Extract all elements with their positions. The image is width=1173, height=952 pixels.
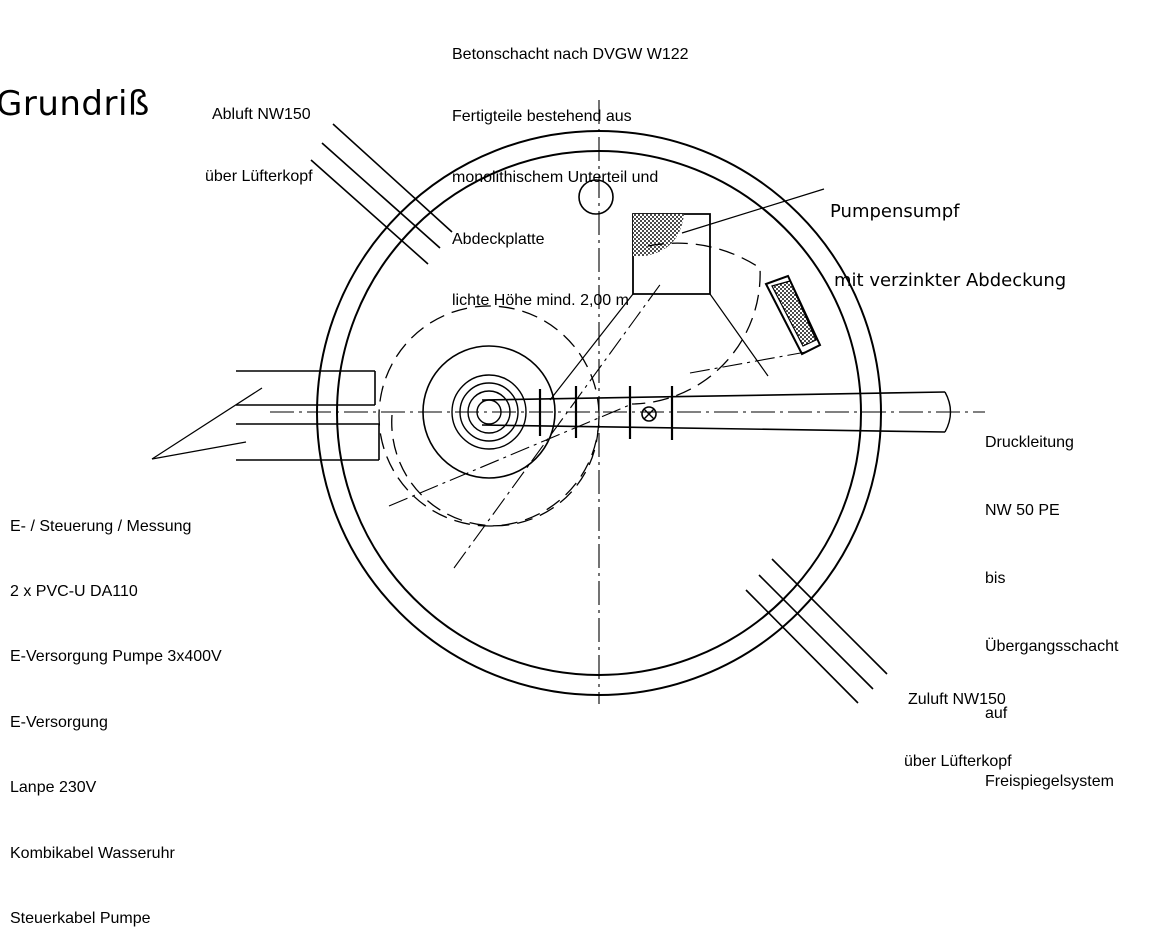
lid-swing-arc	[632, 243, 760, 404]
conduit-leaders	[152, 388, 262, 459]
pump-swing-circle	[379, 306, 599, 526]
steuerung-line: Lanpe 230V	[10, 779, 97, 797]
betonschacht-line: lichte Höhe mind. 2,00 m	[452, 292, 629, 309]
druckleitung-line: Druckleitung	[985, 434, 1074, 452]
sump-leader	[682, 189, 824, 233]
betonschacht-label: Betonschacht nach DVGW W122 Fertigteile …	[452, 4, 689, 332]
druckleitung-line: Übergangsschacht	[985, 637, 1119, 655]
abluft-line: über Lüfterkopf	[205, 167, 313, 185]
zuluft-line: über Lüfterkopf	[904, 752, 1012, 770]
steuerung-label: E- / Steuerung / Messung 2 x PVC-U DA110…	[10, 472, 222, 952]
abluft-pipe	[311, 124, 452, 264]
pumpensumpf-line: Pumpensumpf	[830, 201, 960, 222]
vent-opening	[579, 180, 613, 214]
druckleitung-line: bis	[985, 569, 1006, 587]
sump-hatch	[633, 214, 684, 256]
zuluft-line: Zuluft NW150	[908, 691, 1006, 708]
abluft-label: Abluft NW150 über Lüfterkopf	[205, 64, 313, 208]
betonschacht-line: Fertigteile bestehend aus	[452, 107, 632, 125]
pump-assembly	[423, 346, 555, 478]
valve-symbol	[642, 407, 656, 421]
betonschacht-line: Abdeckplatte	[452, 230, 545, 248]
pumpensumpf-label: Pumpensumpf mit verzinkter Abdeckung	[830, 154, 1067, 315]
pump-arc	[392, 415, 598, 526]
abluft-line: Abluft NW150	[211, 106, 311, 123]
pumpensumpf-line: mit verzinkter Abdeckung	[834, 270, 1067, 291]
steuerung-line: E-Versorgung	[10, 713, 108, 731]
zuluft-label: Zuluft NW150 über Lüfterkopf	[904, 649, 1012, 793]
steuerung-line: 2 x PVC-U DA110	[10, 582, 138, 600]
steuerung-line: Kombikabel Wasseruhr	[10, 844, 175, 862]
wall-hatch	[766, 276, 820, 354]
diagram-title: Grundriß	[0, 84, 150, 124]
steuerung-line: E- / Steuerung / Messung	[10, 517, 192, 535]
zuluft-pipe	[746, 559, 887, 703]
betonschacht-line: monolithischem Unterteil und	[452, 169, 659, 186]
pressure-pipe	[482, 386, 951, 440]
steuerung-line: Steuerkabel Pumpe	[10, 909, 151, 927]
druckleitung-line: NW 50 PE	[985, 501, 1060, 519]
steuerung-line: E-Versorgung Pumpe 3x400V	[10, 648, 222, 666]
floor-plan-drawing	[0, 0, 1173, 704]
betonschacht-line: Betonschacht nach DVGW W122	[452, 46, 689, 63]
cable-conduits	[236, 371, 379, 460]
